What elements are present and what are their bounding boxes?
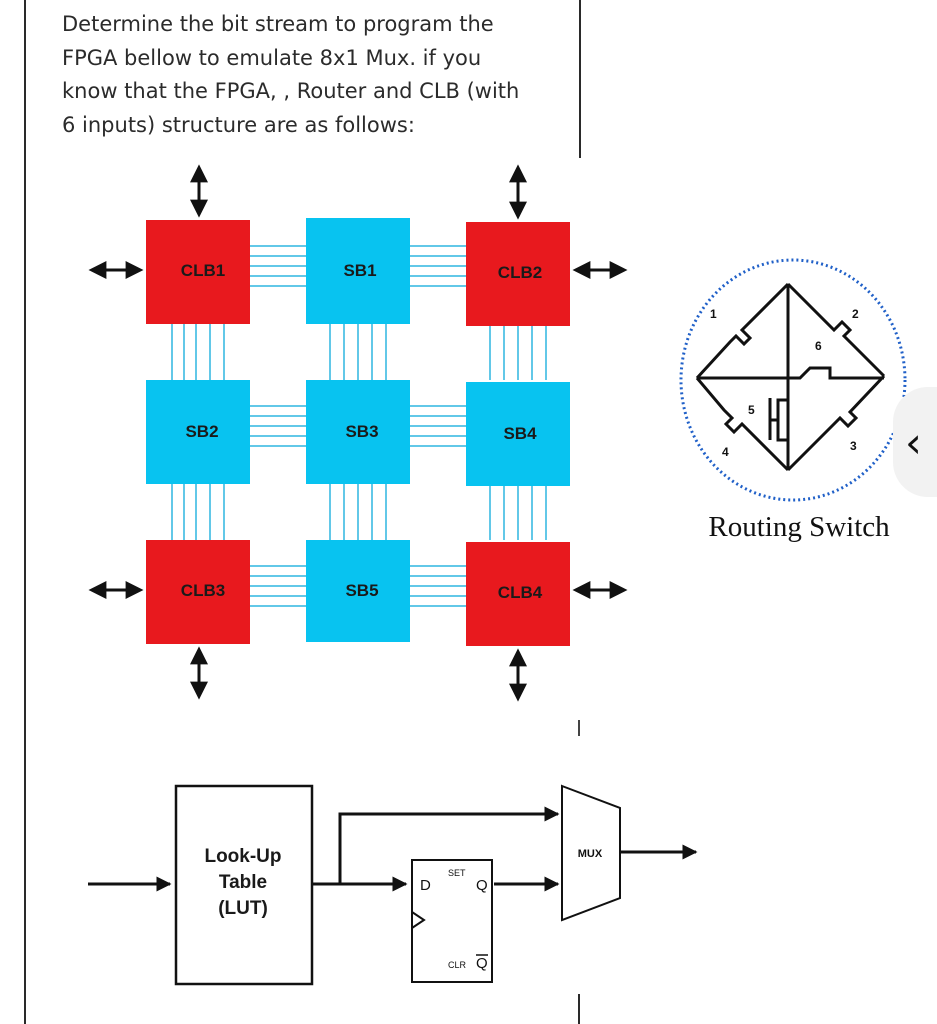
sb1-label: SB1 — [343, 261, 376, 280]
clb3-block — [146, 540, 250, 644]
io-arrows — [88, 164, 628, 702]
clb3-label: CLB3 — [181, 581, 225, 600]
switch-label-6: 6 — [815, 339, 822, 353]
switch-5 — [768, 398, 788, 442]
ff-clr-label: CLR — [448, 960, 467, 970]
chevron-left-icon[interactable]: ‹ — [905, 418, 922, 467]
switch-edge-1 — [695, 282, 790, 380]
routing-switch-title: Routing Switch — [708, 511, 890, 543]
sb1-block — [306, 218, 410, 324]
switch-label-4: 4 — [722, 445, 729, 459]
switch-edge-4 — [695, 377, 790, 472]
lut-label-line: (LUT) — [218, 898, 268, 919]
mux-block — [561, 784, 621, 922]
clb2-label: CLB2 — [498, 263, 542, 282]
question-line: know that the FPGA, , Router and CLB (wi… — [62, 79, 520, 103]
clb4-label: CLB4 — [498, 583, 543, 602]
side-panel-tab[interactable] — [893, 387, 937, 497]
bypass-wire — [338, 806, 560, 884]
frame-border-right-bottom — [578, 994, 580, 1024]
fpga-wires — [171, 245, 547, 607]
sb3-label: SB3 — [345, 422, 378, 441]
sb4-label: SB4 — [503, 424, 537, 443]
lut-label-line: Look-Up — [204, 846, 281, 867]
routing-switch: 1 2 3 4 5 6 Routing Switch — [679, 258, 907, 543]
switch-edge-2 — [786, 282, 886, 378]
question-text: Determine the bit stream to program the … — [62, 8, 562, 142]
sb2-label: SB2 — [185, 422, 218, 441]
switch-label-1: 1 — [710, 307, 717, 321]
sb2-block — [146, 380, 250, 484]
sb5-label: SB5 — [345, 581, 378, 600]
mux-label: MUX — [578, 848, 603, 860]
fpga-blocks: CLB1 SB1 CLB2 SB2 SB3 SB4 CLB3 SB5 CLB4 — [146, 218, 570, 646]
clb1-block — [146, 220, 250, 324]
routing-switch-outline — [679, 258, 907, 502]
flip-flop — [411, 859, 493, 983]
question-line: 6 inputs) structure are as follows: — [62, 112, 415, 137]
clb4-block — [466, 542, 570, 646]
frame-border-left — [24, 0, 26, 1024]
ff-set-label: SET — [448, 868, 466, 878]
ff-q-label: Q — [476, 877, 488, 894]
question-line: Determine the bit stream to program the — [62, 12, 494, 36]
lut-label-line: Table — [219, 872, 267, 893]
ff-qbar-label: Q — [476, 955, 488, 972]
switch-label-2: 2 — [852, 307, 859, 321]
clb2-block — [466, 222, 570, 326]
clb-structure: Look-Up Table (LUT) D Q SET CLR Q MUX — [88, 784, 698, 986]
clb1-label: CLB1 — [181, 261, 225, 280]
sb4-block — [466, 382, 570, 486]
sb5-block — [306, 540, 410, 642]
clock-triangle — [411, 911, 426, 929]
question-line: FPGA bellow to emulate 8x1 Mux. if you — [62, 45, 482, 70]
ff-d-label: D — [420, 877, 431, 894]
switch-label-5: 5 — [748, 403, 755, 417]
switch-horizontal — [697, 366, 884, 380]
switch-label-3: 3 — [850, 439, 857, 453]
frame-border-right-top — [579, 0, 581, 158]
sb3-block — [306, 380, 410, 484]
frame-border-right-mid — [578, 720, 580, 736]
switch-edge-3 — [786, 374, 886, 472]
